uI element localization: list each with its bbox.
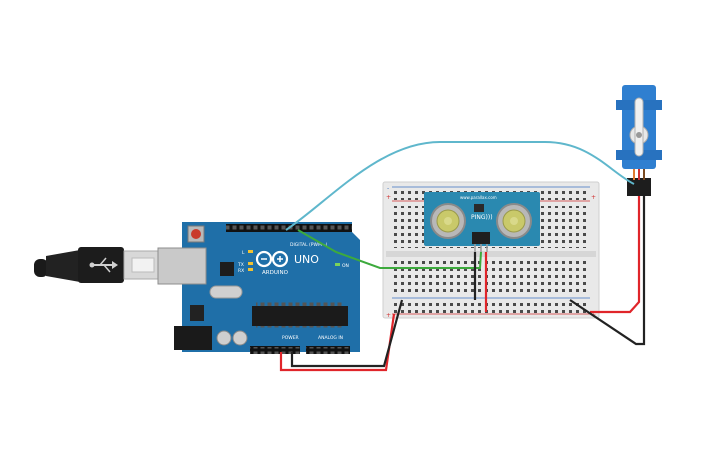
model-label: UNO bbox=[294, 253, 319, 266]
terminal-strip-bottom[interactable] bbox=[392, 259, 588, 296]
rail-plus-label: + bbox=[386, 194, 391, 201]
capacitor bbox=[216, 330, 232, 346]
crystal bbox=[209, 285, 243, 299]
sensor-site-label: www.parallax.com bbox=[460, 195, 497, 200]
servo-motor[interactable] bbox=[616, 85, 662, 196]
usb-cable[interactable] bbox=[34, 247, 161, 283]
usb-chip bbox=[220, 262, 234, 276]
rail-plus-label: + bbox=[591, 194, 596, 201]
brand-label: ARDUINO bbox=[262, 270, 289, 276]
capacitor bbox=[232, 330, 248, 346]
wire-sensor-signal[interactable] bbox=[297, 229, 482, 269]
led-on bbox=[335, 263, 340, 266]
rail-minus-label: - bbox=[387, 185, 389, 192]
led-l bbox=[248, 250, 253, 253]
analog-header-label: ANALOG IN bbox=[318, 335, 343, 341]
led-tx-label: TX bbox=[237, 262, 244, 268]
ultrasonic-sensor[interactable]: www.parallax.com PING))) bbox=[424, 192, 540, 252]
reset-button[interactable] bbox=[191, 229, 201, 239]
led-tx bbox=[248, 262, 253, 265]
center-channel bbox=[386, 251, 596, 257]
regulator bbox=[190, 305, 204, 321]
usb-icon bbox=[89, 257, 118, 273]
arduino-uno-board[interactable]: UNO ARDUINO DIGITAL (PWM~) POWER ANALOG … bbox=[157, 222, 360, 354]
sensor-chip bbox=[474, 204, 484, 212]
wire-servo-signal[interactable] bbox=[285, 141, 635, 231]
power-jack bbox=[174, 326, 212, 350]
rail-plus-label: + bbox=[386, 312, 391, 319]
wire-ground[interactable] bbox=[290, 196, 646, 368]
arduino-logo bbox=[255, 250, 289, 268]
servo-horn[interactable] bbox=[629, 97, 649, 157]
servo-connector[interactable] bbox=[627, 178, 651, 196]
power-header-label: POWER bbox=[282, 335, 299, 341]
usb-socket bbox=[157, 247, 207, 285]
bottom-rail-holes[interactable] bbox=[392, 299, 588, 313]
led-l-label: L bbox=[242, 250, 245, 256]
led-rx-label: RX bbox=[238, 268, 244, 274]
digital-header-label: DIGITAL (PWM~) bbox=[290, 242, 328, 248]
sensor-model-label: PING))) bbox=[471, 214, 493, 221]
sensor-pins[interactable] bbox=[472, 232, 490, 244]
led-on-label: ON bbox=[342, 263, 349, 269]
atmega-chip bbox=[252, 306, 348, 326]
led-rx bbox=[248, 268, 253, 271]
